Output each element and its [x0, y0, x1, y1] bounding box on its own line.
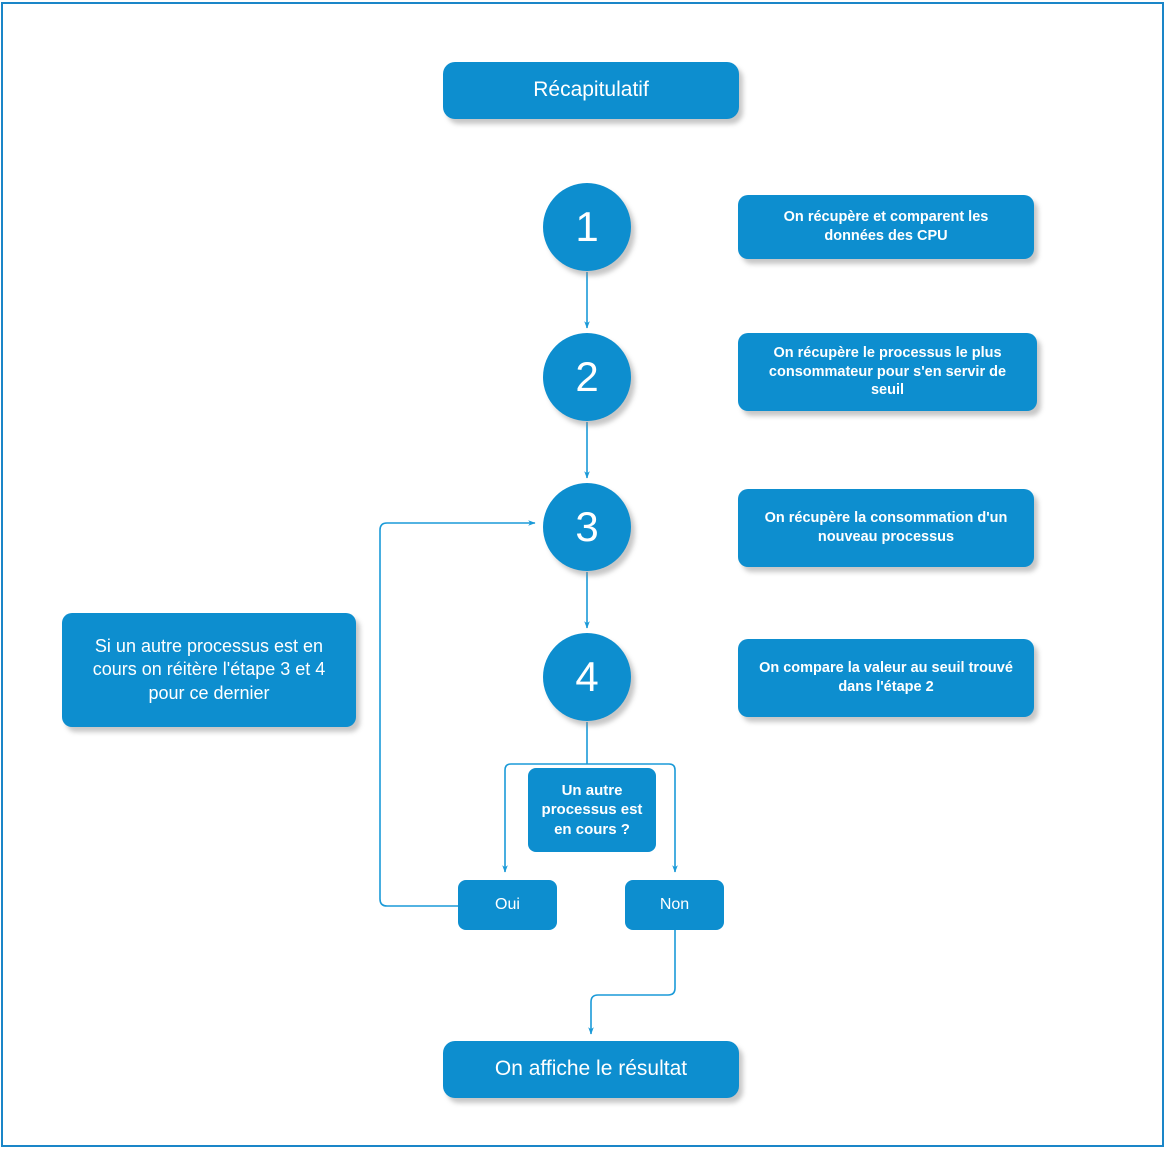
connector-split-non	[587, 763, 678, 873]
step-circle-3[interactable]: 3	[543, 483, 631, 571]
step-circle-4[interactable]: 4	[543, 633, 631, 721]
step-circle-1[interactable]: 1	[543, 183, 631, 271]
loop-note: Si un autre processus est en cours on ré…	[62, 613, 356, 727]
branch-yes[interactable]: Oui	[458, 880, 557, 930]
result-node: On affiche le résultat	[443, 1041, 739, 1098]
step-description-2: On récupère le processus le plus consomm…	[738, 333, 1037, 411]
step-circle-2[interactable]: 2	[543, 333, 631, 421]
connector-split-oui	[502, 763, 587, 873]
step-description-1: On récupère et comparent les données des…	[738, 195, 1034, 259]
connector-non-result	[588, 930, 676, 1035]
page-title: Récapitulatif	[443, 62, 739, 119]
decision-box: Un autre processus est en cours ?	[528, 768, 656, 852]
connector-oui-loopback-step3	[379, 520, 536, 907]
step-description-3: On récupère la consommation d'un nouveau…	[738, 489, 1034, 567]
branch-no[interactable]: Non	[625, 880, 724, 930]
step-description-4: On compare la valeur au seuil trouvé dan…	[738, 639, 1034, 717]
